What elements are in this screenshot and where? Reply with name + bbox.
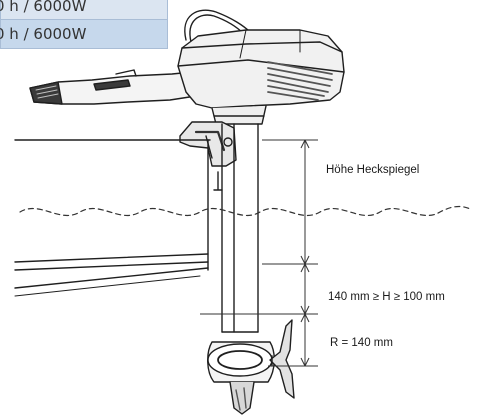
hood-vents xyxy=(267,61,333,101)
propeller xyxy=(269,319,295,399)
table-row: 0 h / 6000W xyxy=(0,19,168,49)
spec-table-fragment: 0 h / 6000W 0 h / 6000W xyxy=(0,0,168,49)
cable xyxy=(184,9,251,41)
label-r-value: R = 140 mm xyxy=(330,337,393,349)
waterline xyxy=(19,205,473,217)
skeg xyxy=(229,381,255,415)
tiller-grip xyxy=(29,81,63,105)
table-cell: 0 h / 6000W xyxy=(0,19,168,49)
label-h-range: 140 mm ≥ H ≥ 100 mm xyxy=(328,291,445,303)
cable xyxy=(189,14,245,43)
hull-bottom xyxy=(14,253,209,289)
motor-shaft xyxy=(221,123,259,333)
clamp-screw xyxy=(213,171,223,191)
motor-hood xyxy=(177,29,345,109)
label-transom-height: Höhe Heckspiegel xyxy=(326,164,419,176)
hull-keel xyxy=(14,275,201,297)
